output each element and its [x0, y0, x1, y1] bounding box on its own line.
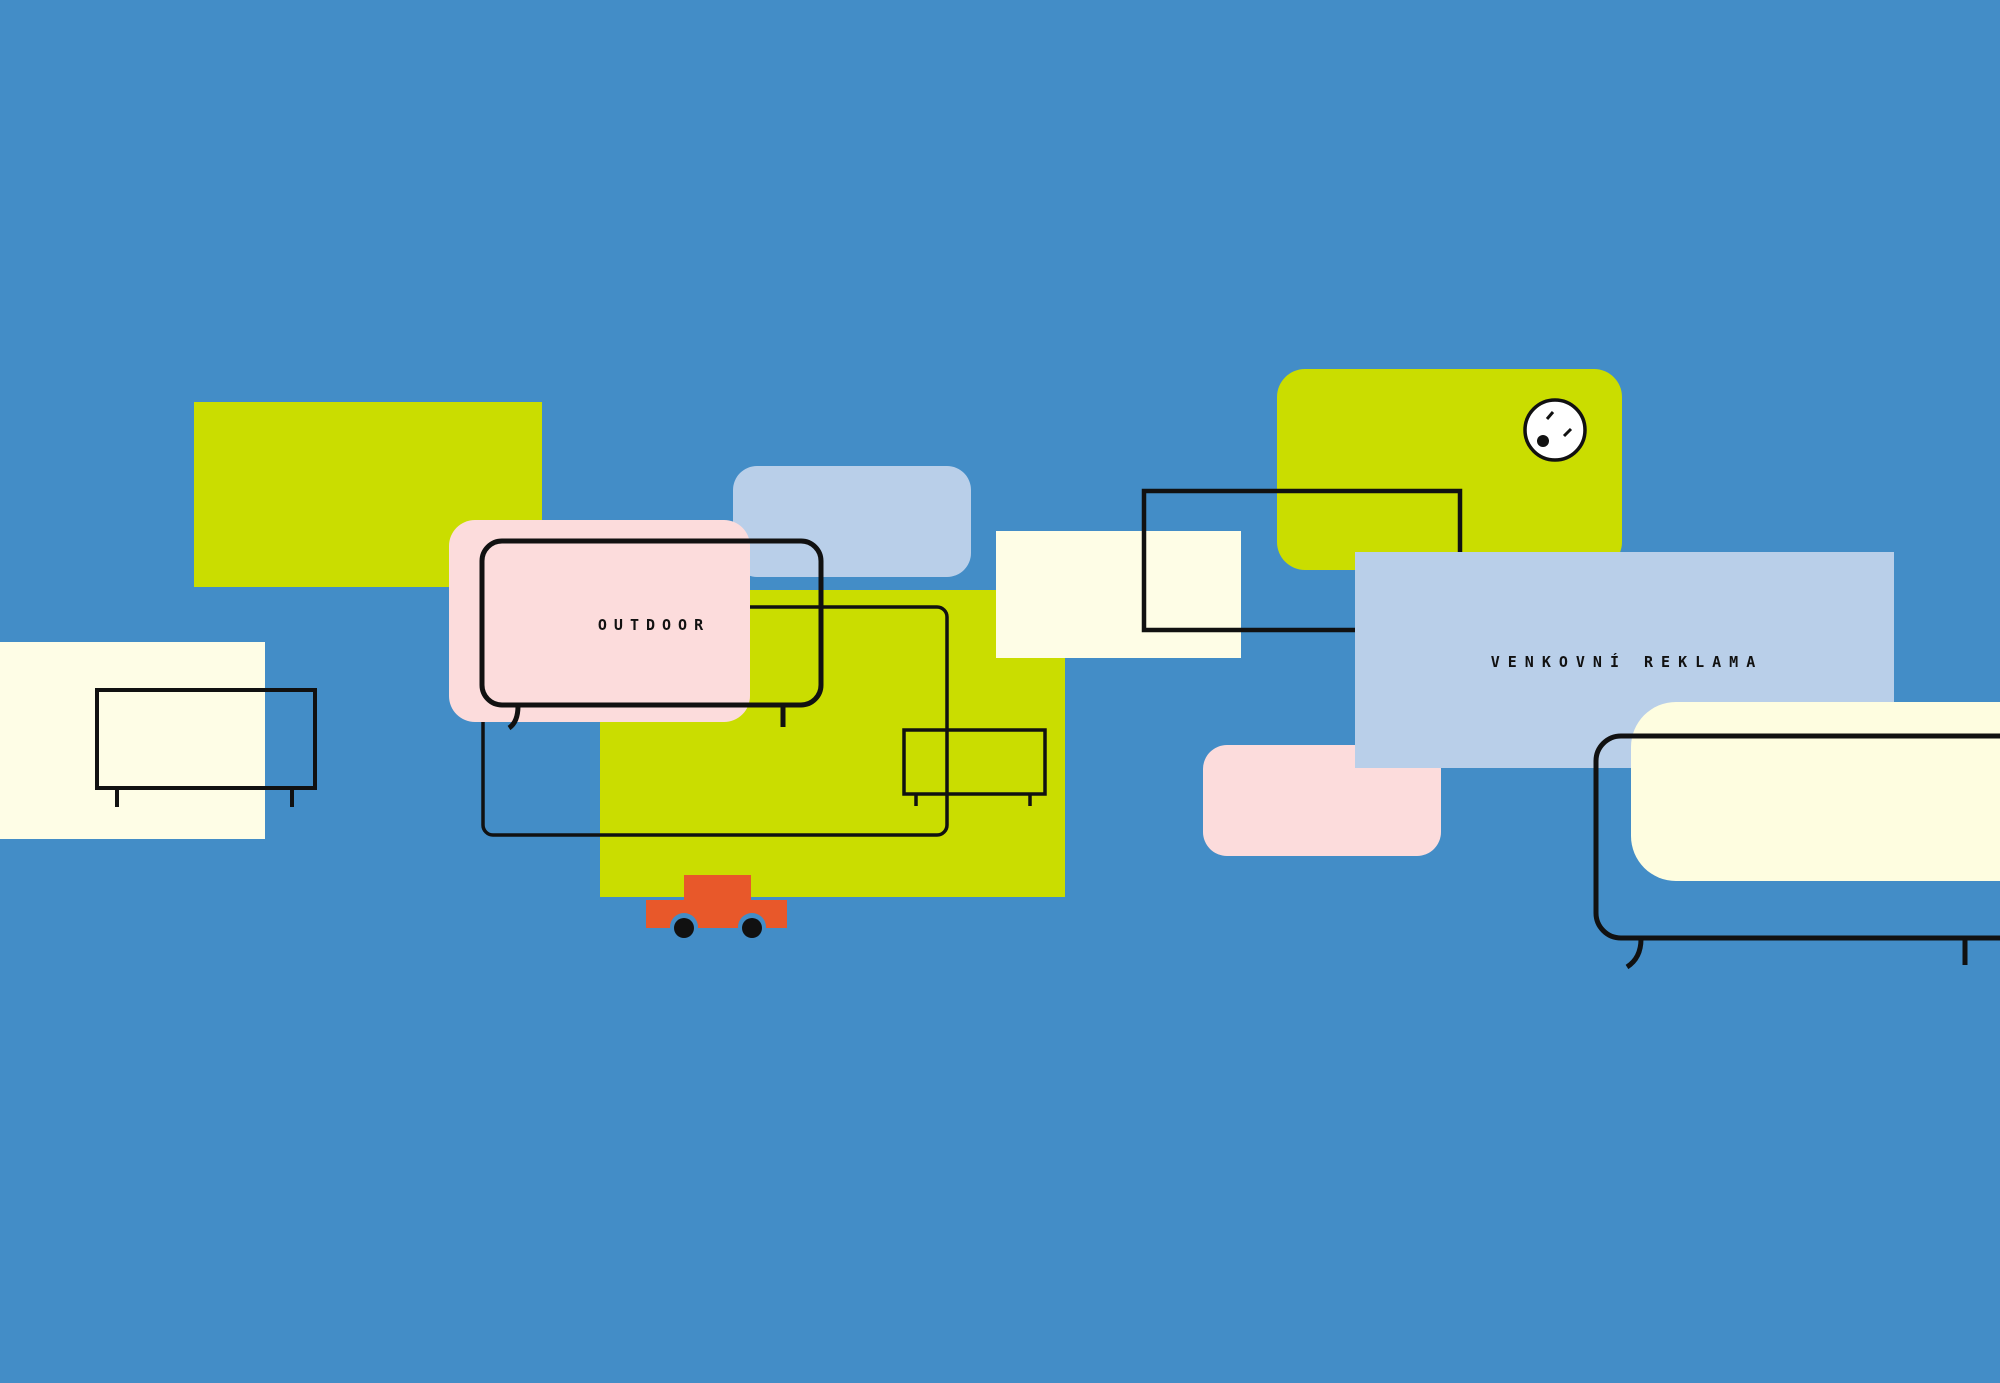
cream-block-middle [996, 531, 1241, 658]
face-icon [1523, 398, 1587, 462]
pink-block-right [1203, 745, 1441, 856]
billboard-icon [479, 538, 824, 731]
lime-block-right [1277, 369, 1622, 570]
cream-block-right [1631, 702, 2000, 881]
light-blue-block-middle [733, 466, 971, 577]
billboard-icon [902, 728, 1047, 806]
car-icon [646, 875, 787, 941]
venkovni-reklama-label: VENKOVNÍ REKLAMA [1491, 652, 1764, 671]
billboard-icon [95, 688, 317, 807]
billboard-icon [1593, 733, 2000, 970]
pink-block-outdoor [449, 520, 750, 722]
outdoor-label: OUTDOOR [598, 616, 710, 634]
cream-block-left [0, 642, 265, 839]
